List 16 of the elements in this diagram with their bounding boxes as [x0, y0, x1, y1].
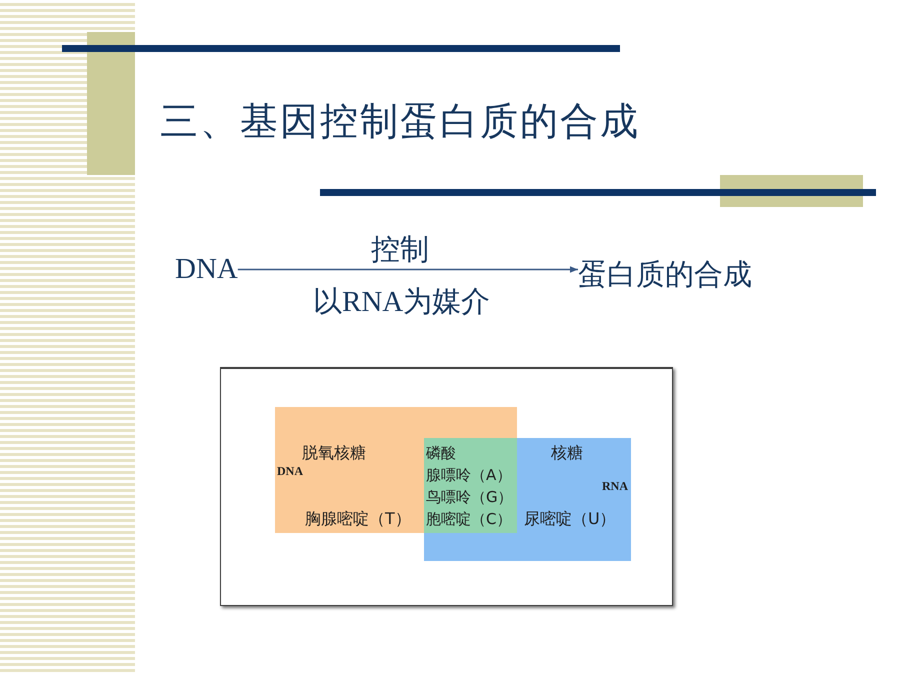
component-label: 脱氧核糖 [302, 444, 366, 462]
note-label: 以RNA为媒介 [313, 286, 490, 319]
flow-term: 蛋白质的合成 [578, 259, 752, 292]
component-label: 胸腺嘧啶（T） [305, 510, 411, 528]
component-label: 尿嘧啶（U） [524, 510, 616, 528]
overlap-region [424, 438, 517, 533]
component-label: 核糖 [551, 444, 583, 462]
component-label: 磷酸 [426, 444, 456, 462]
slide-title: 三、基因控制蛋白质的合成 [160, 100, 640, 145]
component-label: 鸟嘌呤（G） [426, 488, 513, 506]
set-label: RNA [602, 479, 628, 493]
component-label: 胞嘧啶（C） [426, 510, 512, 528]
component-label: 腺嘌呤（A） [426, 466, 512, 484]
flow-term: DNA [175, 253, 238, 286]
arrow [238, 266, 578, 273]
set-label: DNA [277, 464, 303, 478]
